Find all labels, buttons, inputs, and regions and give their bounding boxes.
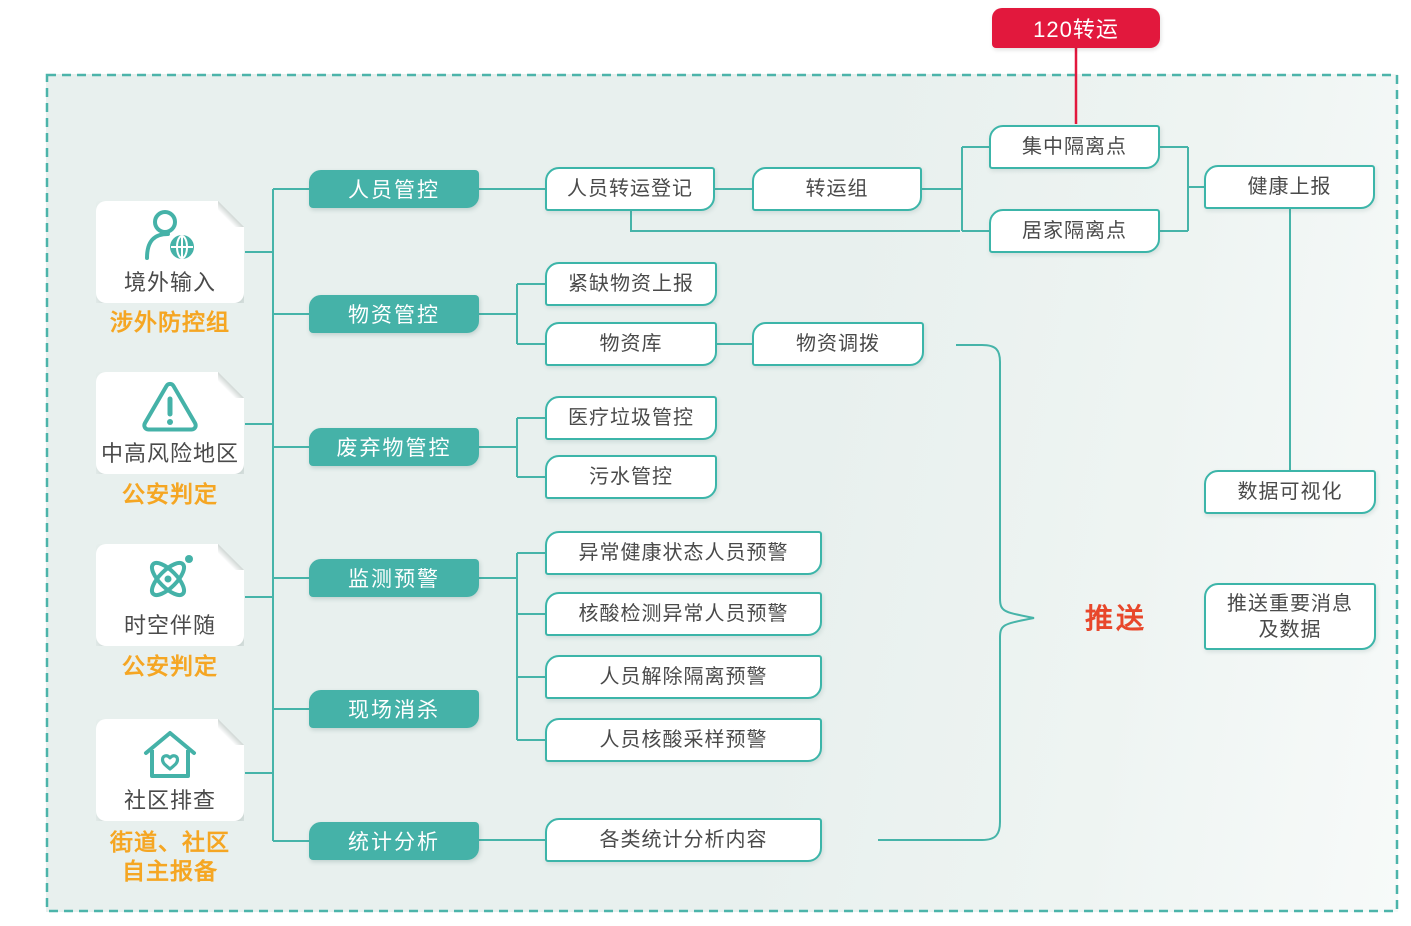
node-nucleic-sampling-warning: 人员核酸采样预警 [545, 718, 822, 762]
node-sewage-control: 污水管控 [545, 455, 717, 499]
source-card-subtitle: 公安判定 [122, 653, 218, 679]
category-personnel-control: 人员管控 [309, 170, 479, 208]
node-release-quarantine-warning: 人员解除隔离预警 [545, 655, 822, 699]
node-home-quarantine: 居家隔离点 [989, 209, 1160, 253]
person-globe-icon [138, 209, 202, 261]
category-waste-control: 废弃物管控 [309, 428, 479, 466]
house-heart-icon [138, 727, 202, 779]
atom-icon [138, 552, 202, 604]
source-card-subtitle: 街道、社区 自主报备 [110, 829, 230, 884]
node-statistics-content: 各类统计分析内容 [545, 818, 822, 862]
source-card-title: 时空伴随 [123, 613, 216, 638]
node-supplies-warehouse: 物资库 [545, 322, 717, 366]
category-supplies-control: 物资管控 [309, 295, 479, 333]
node-data-visualization: 数据可视化 [1204, 470, 1376, 514]
warning-triangle-icon [138, 380, 202, 432]
node-medical-waste-control: 医疗垃圾管控 [545, 396, 717, 440]
source-card-title: 中高风险地区 [100, 441, 239, 466]
source-card-spacetime-companion: 时空伴随 [96, 544, 244, 646]
node-abnormal-health-warning: 异常健康状态人员预警 [545, 531, 822, 575]
source-card-overseas-import: 境外输入 [96, 201, 244, 303]
source-card-subtitle: 公安判定 [122, 481, 218, 507]
category-statistics-analysis: 统计分析 [309, 822, 479, 860]
source-card-title: 境外输入 [123, 270, 216, 295]
node-central-quarantine: 集中隔离点 [989, 125, 1160, 169]
source-card-risk-area: 中高风险地区 [96, 372, 244, 474]
push-label: 推送 [1085, 603, 1148, 634]
node-transfer-group: 转运组 [752, 167, 922, 211]
node-supplies-allocation: 物资调拨 [752, 322, 924, 366]
dashed-border [45, 73, 1399, 913]
category-monitor-warning: 监测预警 [309, 559, 479, 597]
push-brace [878, 344, 1035, 841]
category-site-disinfection: 现场消杀 [309, 690, 479, 728]
transfer-120-badge: 120转运 [992, 8, 1160, 48]
node-scarce-supplies-report: 紧缺物资上报 [545, 262, 717, 306]
node-health-report: 健康上报 [1204, 165, 1375, 209]
source-card-community-check: 社区排查 [96, 719, 244, 821]
node-nucleic-test-abnormal-warning: 核酸检测异常人员预警 [545, 592, 822, 636]
node-push-messages: 推送重要消息 及数据 [1204, 583, 1376, 650]
source-card-subtitle: 涉外防控组 [110, 309, 230, 335]
source-card-title: 社区排查 [123, 788, 216, 813]
node-person-transfer-register: 人员转运登记 [545, 167, 715, 211]
